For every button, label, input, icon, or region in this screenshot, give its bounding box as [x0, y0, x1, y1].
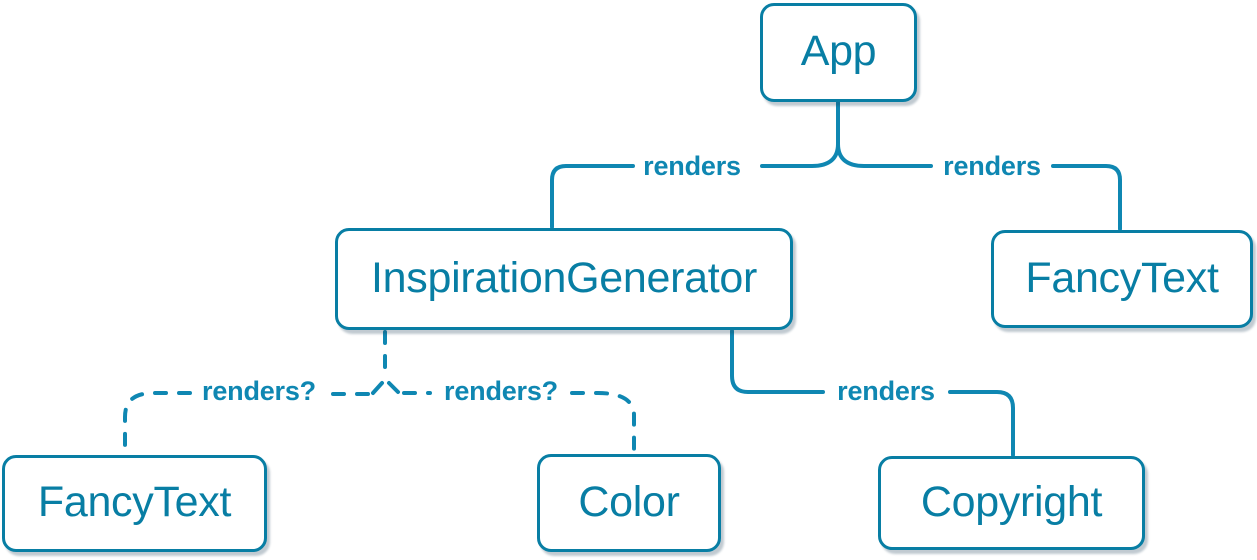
- node-app: App: [760, 3, 917, 102]
- node-color-label: Color: [578, 477, 680, 526]
- edge-inspiration-copyright-line: [730, 329, 825, 394]
- node-copyright-label: Copyright: [920, 477, 1103, 526]
- node-fancy-text-top: FancyText: [991, 230, 1253, 328]
- node-fancy-text-bottom: FancyText: [2, 455, 267, 552]
- node-app-label: App: [800, 27, 877, 75]
- edge-label-renders-question: renders?: [197, 376, 321, 407]
- edge-app-fancytext-line: [836, 142, 933, 168]
- edge-app-inspiration-line: [760, 100, 840, 168]
- edge-label-renders: renders: [938, 151, 1046, 182]
- edge-inspiration-color-line: [570, 391, 636, 454]
- node-fancy-text-top-label: FancyText: [1025, 253, 1219, 302]
- edge-inspiration-copyright-line: [948, 390, 1015, 457]
- node-inspiration-generator: InspirationGenerator: [335, 228, 793, 330]
- node-color: Color: [537, 454, 721, 552]
- edge-inspiration-fork-dash: [371, 381, 384, 395]
- edge-inspiration-fancytext-line: [123, 391, 192, 455]
- node-fancy-text-bottom-label: FancyText: [37, 478, 232, 526]
- edge-label-renders-question: renders?: [439, 376, 563, 407]
- edge-app-inspiration-line: [550, 164, 635, 229]
- edge-app-fancytext-line: [1051, 164, 1122, 231]
- node-copyright: Copyright: [878, 456, 1145, 550]
- edge-label-renders: renders: [638, 151, 746, 182]
- edge-inspiration-fork-dash: [387, 381, 400, 394]
- node-inspiration-generator-label: InspirationGenerator: [371, 253, 757, 302]
- edge-label-renders: renders: [832, 376, 940, 407]
